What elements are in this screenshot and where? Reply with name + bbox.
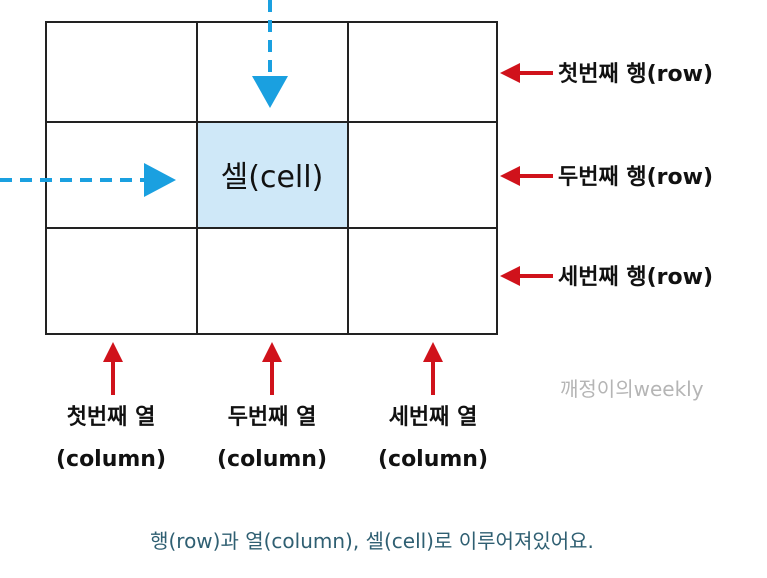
highlighted-cell — [197, 122, 348, 228]
column-arrow-3 — [423, 342, 443, 395]
cell-label: 셀(cell) — [221, 160, 324, 195]
blue-arrow-right — [0, 163, 176, 197]
blue-arrow-down — [252, 0, 288, 108]
blue-arrow-down-head — [252, 76, 288, 108]
column-arrows — [103, 342, 443, 395]
column-label-1-line2: (column) — [56, 447, 166, 472]
row-label-2: 두번째 행(row) — [558, 165, 713, 190]
column-label-2-line1: 두번째 열 — [228, 405, 317, 430]
row-label-3: 세번째 행(row) — [558, 265, 713, 290]
column-arrow-1 — [103, 342, 123, 395]
column-label-3-line2: (column) — [378, 447, 488, 472]
row-arrow-2 — [500, 166, 553, 186]
row-arrow-1 — [500, 63, 553, 83]
column-label-1-line1: 첫번째 열 — [67, 405, 156, 430]
caption: 행(row)과 열(column), 셀(cell)로 이루어져있어요. — [150, 529, 594, 553]
blue-arrow-right-head — [144, 163, 176, 197]
column-label-2-line2: (column) — [217, 447, 327, 472]
row-label-1: 첫번째 행(row) — [558, 62, 713, 87]
row-arrow-3 — [500, 266, 553, 286]
column-label-3-line1: 세번째 열 — [389, 405, 478, 430]
watermark: 깨정이의weekly — [560, 377, 704, 401]
row-arrows — [500, 63, 553, 286]
column-arrow-2 — [262, 342, 282, 395]
